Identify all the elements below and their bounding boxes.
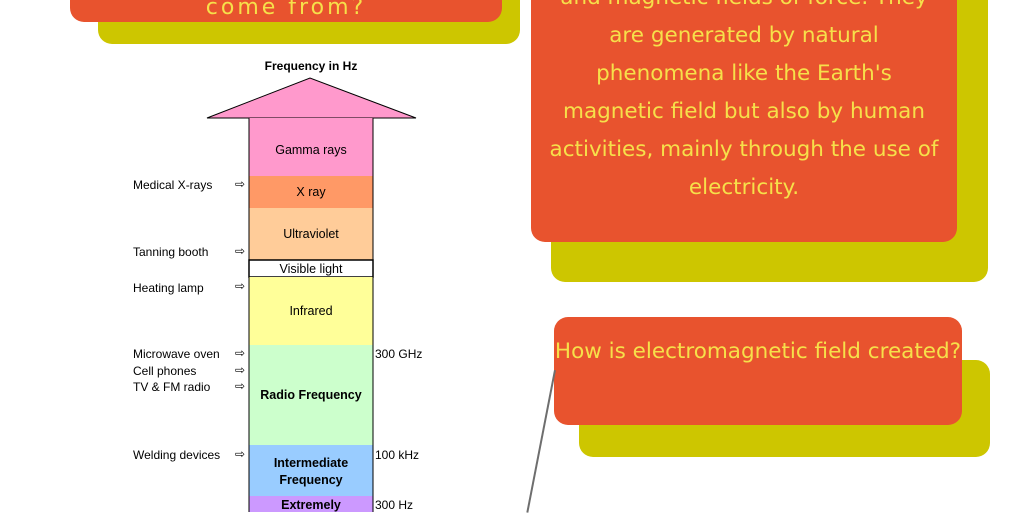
source-cell-phones: Cell phones — [133, 364, 196, 378]
pointer-arrow-icon: ⇨ — [235, 363, 245, 377]
freq-mark-100-khz: 100 kHz — [375, 448, 419, 462]
band-label-gamma-rays: Gamma rays — [275, 143, 347, 157]
band-infrared — [249, 277, 373, 345]
question-card-1[interactable]: come from? — [70, 0, 502, 22]
band-label-radio-frequency: Radio Frequency — [260, 388, 361, 402]
pointer-arrow-icon: ⇨ — [235, 177, 245, 191]
info-card: and magnetic fields of force. They are g… — [531, 0, 957, 242]
question-card-1-text: come from? — [205, 0, 367, 20]
pointer-arrow-icon: ⇨ — [235, 379, 245, 393]
band-gamma-rays — [249, 118, 373, 176]
band-label-intermediate: Intermediate — [274, 456, 348, 470]
band-intermediate-frequency — [249, 445, 373, 496]
question-card-2[interactable]: How is electromagnetic field created? — [554, 317, 962, 425]
pointer-arrow-icon: ⇨ — [235, 279, 245, 293]
question-card-2-text: How is electromagnetic field created? — [554, 339, 962, 364]
band-label-x-ray: X ray — [296, 185, 326, 199]
freq-mark-300-ghz: 300 GHz — [375, 347, 422, 361]
info-card-text: and magnetic fields of force. They are g… — [549, 0, 939, 200]
pointer-arrow-icon: ⇨ — [235, 447, 245, 461]
band-label-ultraviolet: Ultraviolet — [283, 227, 339, 241]
source-medical-x-rays: Medical X-rays — [133, 178, 212, 192]
em-spectrum-diagram: Frequency in Hz Gamma rays X ray Ultravi… — [133, 59, 422, 512]
band-label-infrared: Infrared — [289, 304, 332, 318]
band-radio-frequency — [249, 345, 373, 445]
freq-mark-300-hz: 300 Hz — [375, 498, 413, 512]
band-x-ray — [249, 176, 373, 208]
band-label-visible-light: Visible light — [279, 262, 343, 276]
pointer-arrow-icon: ⇨ — [235, 244, 245, 258]
frequency-arrow-head — [206, 77, 417, 119]
diagram-title: Frequency in Hz — [265, 59, 358, 73]
band-label-frequency: Frequency — [279, 473, 342, 487]
pointer-arrow-icon: ⇨ — [235, 346, 245, 360]
source-heating-lamp: Heating lamp — [133, 281, 204, 295]
source-tv-fm-radio: TV & FM radio — [133, 380, 211, 394]
band-label-extremely: Extremely — [281, 498, 341, 512]
source-microwave-oven: Microwave oven — [133, 347, 220, 361]
band-ultraviolet — [249, 208, 373, 260]
source-tanning-booth: Tanning booth — [133, 245, 208, 259]
source-welding-devices: Welding devices — [133, 448, 220, 462]
band-extremely — [249, 496, 373, 512]
